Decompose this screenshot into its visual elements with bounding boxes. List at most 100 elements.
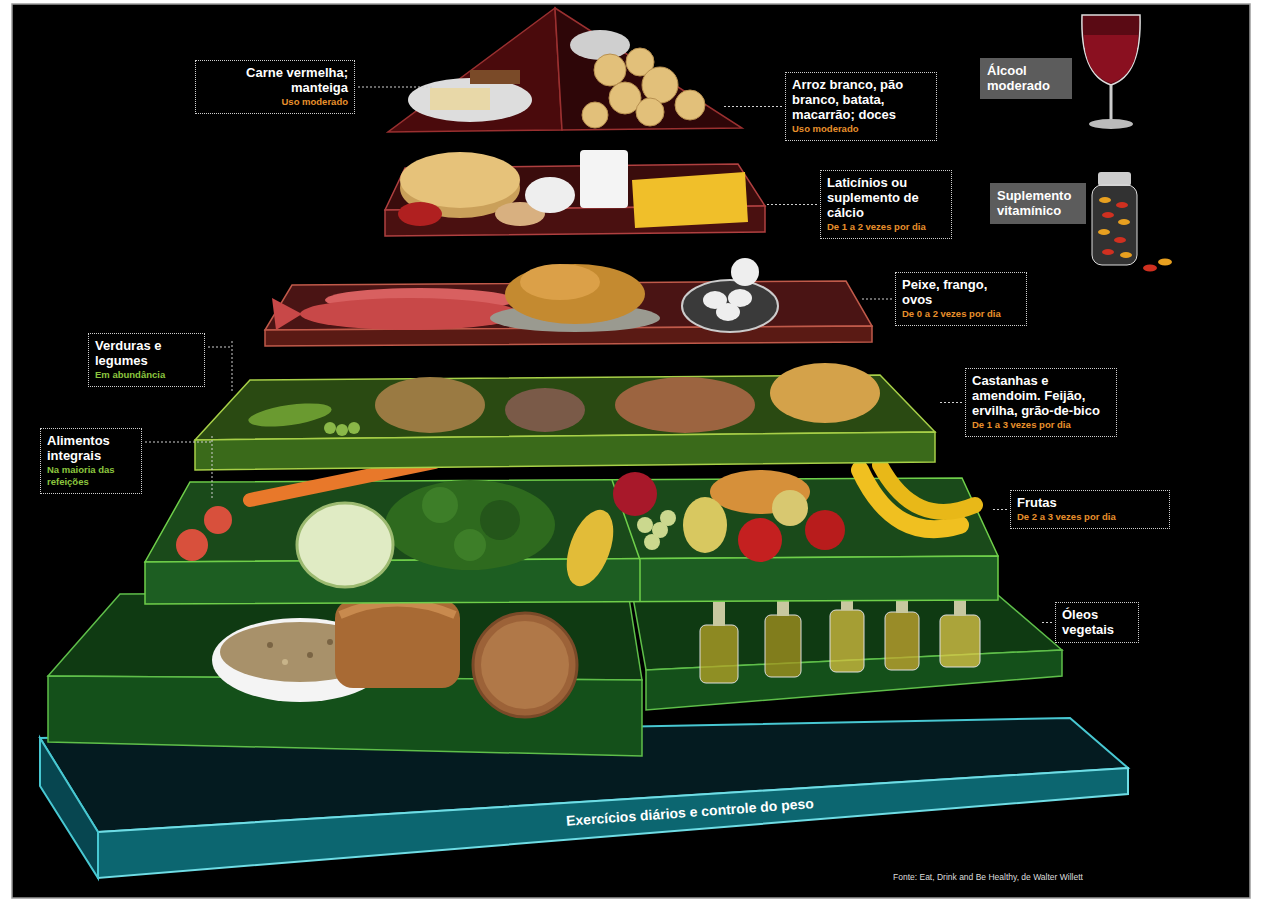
vegetable-fruit-layer bbox=[297, 503, 393, 587]
grain-oil-layer bbox=[307, 652, 313, 658]
leader-line bbox=[938, 402, 962, 403]
leader-line bbox=[766, 204, 817, 205]
nut-legume-layer bbox=[505, 388, 585, 432]
nut-legume-layer bbox=[615, 377, 755, 433]
dairy-layer bbox=[400, 152, 520, 208]
fish-poultry-egg-layer bbox=[716, 303, 740, 321]
group-name: Óleos vegetais bbox=[1062, 607, 1132, 637]
vegetable-fruit-layer bbox=[176, 529, 208, 561]
fish-poultry-egg-layer bbox=[300, 298, 520, 330]
fish-poultry-egg-layer bbox=[520, 264, 600, 300]
nut-legume-layer bbox=[195, 363, 935, 470]
grain-oil-layer bbox=[700, 625, 738, 683]
leader-line bbox=[358, 87, 432, 88]
food-group-label: Carne vermelha; manteigaUso moderado bbox=[195, 60, 355, 114]
vitamin-bottle bbox=[1092, 172, 1172, 272]
grain-oil-layer bbox=[940, 615, 980, 667]
top-pyramid bbox=[594, 54, 626, 86]
grain-oil-layer bbox=[885, 612, 919, 670]
exercise-base-slab bbox=[40, 738, 98, 878]
top-pyramid bbox=[570, 30, 630, 60]
leader-line bbox=[232, 341, 233, 393]
nut-legume-layer bbox=[195, 432, 935, 470]
top-pyramid bbox=[388, 8, 562, 132]
group-name: Laticínios ou suplemento de cálcio bbox=[827, 175, 945, 220]
vegetable-fruit-layer bbox=[772, 490, 808, 526]
vitamin-bottle bbox=[1102, 249, 1114, 255]
nut-legume-layer bbox=[770, 363, 880, 423]
top-pyramid bbox=[675, 90, 705, 120]
group-name: Alimentos integrais bbox=[47, 433, 135, 463]
vegetable-fruit-layer bbox=[637, 517, 653, 533]
serving-note: De 1 a 3 vezes por dia bbox=[972, 419, 1110, 431]
vegetable-fruit-layer bbox=[880, 465, 975, 512]
nut-legume-layer bbox=[324, 422, 336, 434]
food-group-label: Verduras e legumesEm abundância bbox=[88, 333, 205, 387]
leader-line bbox=[1040, 622, 1052, 623]
group-name: Peixe, frango, ovos bbox=[902, 277, 1020, 307]
vegetable-fruit-layer bbox=[385, 480, 555, 570]
food-group-label: FrutasDe 2 a 3 vezes por dia bbox=[1010, 490, 1170, 529]
food-group-label: Castanhas e amendoim. Feijão, ervilha, g… bbox=[965, 368, 1117, 437]
vegetable-fruit-layer bbox=[613, 472, 657, 516]
vegetable-fruit-layer bbox=[660, 510, 676, 526]
vitamin-bottle bbox=[1099, 197, 1111, 203]
vegetable-fruit-layer bbox=[480, 500, 520, 540]
grain-oil-layer bbox=[765, 615, 801, 677]
top-pyramid bbox=[470, 70, 520, 84]
vitamin-bottle bbox=[1098, 172, 1131, 186]
nut-legume-layer bbox=[348, 422, 360, 434]
grain-oil-layer bbox=[282, 659, 288, 665]
vegetable-fruit-layer bbox=[644, 534, 660, 550]
food-group-label: Peixe, frango, ovosDe 0 a 2 vezes por di… bbox=[895, 272, 1027, 326]
serving-note: Em abundância bbox=[95, 369, 198, 381]
fish-poultry-egg-layer bbox=[505, 264, 645, 324]
grain-oil-layer bbox=[473, 613, 577, 717]
leader-line bbox=[722, 106, 782, 107]
fish-poultry-egg-layer bbox=[731, 258, 759, 286]
group-name: Suplemento vitamínico bbox=[997, 188, 1079, 218]
wine-glass bbox=[1089, 119, 1133, 129]
leader-line bbox=[862, 299, 892, 300]
serving-note: De 1 a 2 vezes por dia bbox=[827, 221, 945, 233]
group-name: Carne vermelha; manteiga bbox=[202, 65, 348, 95]
serving-note: Na maioria das refeições bbox=[47, 464, 135, 488]
dairy-layer bbox=[632, 172, 748, 228]
leader-line bbox=[145, 442, 212, 443]
vitamin-bottle bbox=[1116, 202, 1128, 208]
leader-line bbox=[212, 436, 213, 500]
dairy-layer bbox=[525, 177, 575, 213]
vitamin-bottle bbox=[1158, 259, 1172, 266]
food-group-label: Laticínios ou suplemento de cálcioDe 1 a… bbox=[820, 170, 952, 239]
vegetable-fruit-layer bbox=[454, 529, 486, 561]
vegetable-fruit-layer bbox=[683, 497, 727, 553]
grain-oil-layer bbox=[481, 621, 569, 709]
vitamin-bottle bbox=[1098, 229, 1110, 235]
wine-glass bbox=[1082, 15, 1140, 85]
group-name: Verduras e legumes bbox=[95, 338, 198, 368]
wine-glass bbox=[1084, 35, 1138, 83]
food-group-label: Arroz branco, pão branco, batata, macarr… bbox=[785, 72, 937, 141]
grain-oil-layer bbox=[830, 610, 864, 672]
top-pyramid bbox=[582, 102, 608, 128]
group-name: Álcool moderado bbox=[987, 63, 1065, 93]
fish-poultry-egg-layer bbox=[265, 258, 872, 346]
top-pyramid bbox=[636, 98, 664, 126]
serving-note: De 0 a 2 vezes por dia bbox=[902, 308, 1020, 320]
grain-oil-layer bbox=[267, 642, 273, 648]
serving-note: Uso moderado bbox=[202, 96, 348, 108]
supplement-label: Suplemento vitamínico bbox=[990, 183, 1086, 224]
food-group-label: Óleos vegetais bbox=[1055, 602, 1139, 643]
grain-oil-layer bbox=[340, 603, 455, 616]
serving-note: De 2 a 3 vezes por dia bbox=[1017, 511, 1163, 523]
vegetable-fruit-layer bbox=[738, 518, 782, 562]
nut-legume-layer bbox=[336, 424, 348, 436]
group-name: Castanhas e amendoim. Feijão, ervilha, g… bbox=[972, 373, 1110, 418]
exercise-base-slab bbox=[98, 768, 1128, 878]
top-pyramid bbox=[408, 78, 532, 122]
top-pyramid bbox=[642, 67, 678, 103]
